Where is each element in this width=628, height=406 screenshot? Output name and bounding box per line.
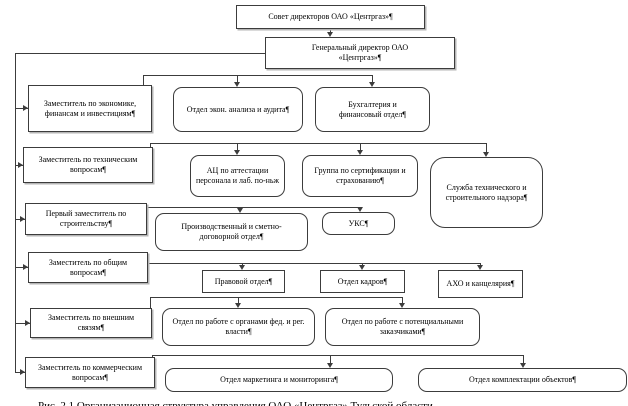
connector-line	[150, 143, 487, 144]
arrow-down-icon	[235, 303, 241, 308]
box-label: Заместитель по коммерческим вопросам¶	[37, 362, 143, 382]
connector-line	[147, 207, 361, 208]
arrow-down-icon	[359, 265, 365, 270]
arrow-down-icon	[237, 208, 243, 213]
arrow-down-icon	[483, 152, 489, 157]
figure-caption: Рис. 2.1 Организационная структура управ…	[38, 400, 433, 406]
box-label: Отдел экон. анализа и аудита¶	[186, 104, 290, 114]
arrow-down-icon	[234, 82, 240, 87]
box-label: Генеральный директор ОАО «Центргаз»¶	[311, 43, 409, 62]
arrow-down-icon	[327, 32, 333, 37]
arrow-right-icon	[20, 216, 25, 222]
box-label: Заместитель по общим вопросам¶	[48, 257, 128, 277]
uks-box[interactable]: УКС¶	[322, 212, 395, 235]
accounting-finance-dept-box[interactable]: Бухгалтерия и финансовый отдел¶	[315, 87, 430, 132]
box-label: Заместитель по внешним связям¶	[47, 313, 135, 332]
box-label: Заместитель по техническим вопросам¶	[38, 155, 138, 174]
arrow-down-icon	[477, 265, 483, 270]
connector-line	[237, 143, 238, 151]
box-label: Отдел комплектации объектов¶	[469, 375, 576, 384]
hr-dept-box[interactable]: Отдел кадров¶	[320, 270, 405, 293]
box-label: АХО и канцелярия¶	[446, 279, 515, 288]
board-of-directors-box[interactable]: Совет директоров ОАО «Центргаз»¶	[236, 5, 425, 29]
deputy-general-affairs-box[interactable]: Заместитель по общим вопросам¶	[28, 252, 148, 283]
connector-line	[15, 323, 30, 324]
marketing-monitoring-dept-box[interactable]: Отдел маркетинга и мониторинга¶	[165, 368, 393, 392]
connector-line	[480, 263, 481, 266]
box-label: Отдел по работе с потенциальными заказчи…	[341, 317, 464, 336]
box-label: Совет директоров ОАО «Центргаз»¶	[268, 12, 393, 21]
federal-regional-authorities-dept-box[interactable]: Отдел по работе с органами фед. и рег. в…	[162, 308, 315, 346]
deputy-external-relations-box[interactable]: Заместитель по внешним связям¶	[30, 308, 152, 338]
connector-line	[330, 355, 331, 364]
arrow-right-icon	[23, 264, 28, 270]
admin-office-dept-box[interactable]: АХО и канцелярия¶	[438, 270, 523, 298]
deputy-technical-box[interactable]: Заместитель по техническим вопросам¶	[23, 147, 153, 183]
box-label: Заместитель по экономике, финансам и инв…	[43, 98, 137, 118]
box-label: Отдел по работе с органами фед. и рег. в…	[172, 317, 305, 336]
arrow-right-icon	[23, 105, 28, 111]
arrow-right-icon	[25, 320, 30, 326]
arrow-down-icon	[234, 150, 240, 155]
connector-line	[143, 75, 144, 85]
deputy-economics-box[interactable]: Заместитель по экономике, финансам и инв…	[28, 85, 152, 132]
connector-line	[152, 355, 153, 358]
box-label: Отдел маркетинга и мониторинга¶	[220, 375, 338, 384]
deputy-commercial-box[interactable]: Заместитель по коммерческим вопросам¶	[25, 357, 155, 388]
box-label: Отдел кадров¶	[337, 276, 388, 286]
box-label: Первый заместитель по строительству¶	[45, 209, 127, 228]
connector-line	[15, 108, 28, 109]
arrow-down-icon	[369, 82, 375, 87]
arrow-down-icon	[327, 363, 333, 368]
potential-customers-dept-box[interactable]: Отдел по работе с потенциальными заказчи…	[325, 308, 480, 346]
box-label: Группа по сертификации и страхованию¶	[314, 166, 406, 185]
arrow-down-icon	[520, 363, 526, 368]
box-label: УКС¶	[348, 218, 369, 228]
arrow-right-icon	[18, 162, 23, 168]
connector-line	[523, 355, 524, 364]
box-label: Служба технического и строительного надз…	[445, 182, 528, 202]
production-estimate-contract-dept-box[interactable]: Производственный и сметно-договорной отд…	[155, 213, 308, 251]
connector-line	[362, 263, 363, 266]
legal-dept-box[interactable]: Правовой отдел¶	[202, 270, 285, 293]
connector-line	[237, 75, 238, 83]
arrow-right-icon	[20, 369, 25, 375]
box-label: Правовой отдел¶	[214, 276, 273, 286]
certification-insurance-group-box[interactable]: Группа по сертификации и страхованию¶	[302, 155, 418, 197]
arrow-down-icon	[357, 207, 363, 212]
connector-line	[15, 267, 28, 268]
connector-line	[242, 263, 243, 266]
connector-line	[150, 297, 151, 309]
connector-line	[143, 75, 373, 76]
arrow-down-icon	[239, 265, 245, 270]
connector-line	[150, 297, 403, 298]
general-director-box[interactable]: Генеральный директор ОАО «Центргаз»¶	[265, 37, 455, 69]
box-label: АЦ по аттестации персонала и лаб. по-ньж	[195, 166, 280, 185]
connector-line	[150, 143, 151, 148]
economic-analysis-audit-dept-box[interactable]: Отдел экон. анализа и аудита¶	[173, 87, 303, 132]
connector-trunk-line	[15, 53, 16, 372]
connector-line	[372, 75, 373, 83]
arrow-down-icon	[357, 150, 363, 155]
box-label: Производственный и сметно-договорной отд…	[181, 222, 282, 241]
connector-line	[238, 297, 239, 304]
connector-line	[402, 297, 403, 304]
connector-line	[15, 53, 265, 54]
connector-line	[148, 263, 481, 264]
arrow-down-icon	[399, 303, 405, 308]
equipment-procurement-dept-box[interactable]: Отдел комплектации объектов¶	[418, 368, 627, 392]
technical-construction-supervision-box[interactable]: Служба технического и строительного надз…	[430, 157, 543, 228]
connector-line	[486, 143, 487, 153]
connector-line	[152, 355, 524, 356]
connector-line	[360, 143, 361, 151]
connector-line	[330, 29, 331, 34]
box-label: Бухгалтерия и финансовый отдел¶	[338, 99, 407, 119]
first-deputy-construction-box[interactable]: Первый заместитель по строительству¶	[25, 203, 147, 235]
attestation-center-box[interactable]: АЦ по аттестации персонала и лаб. по-ньж	[190, 155, 285, 197]
